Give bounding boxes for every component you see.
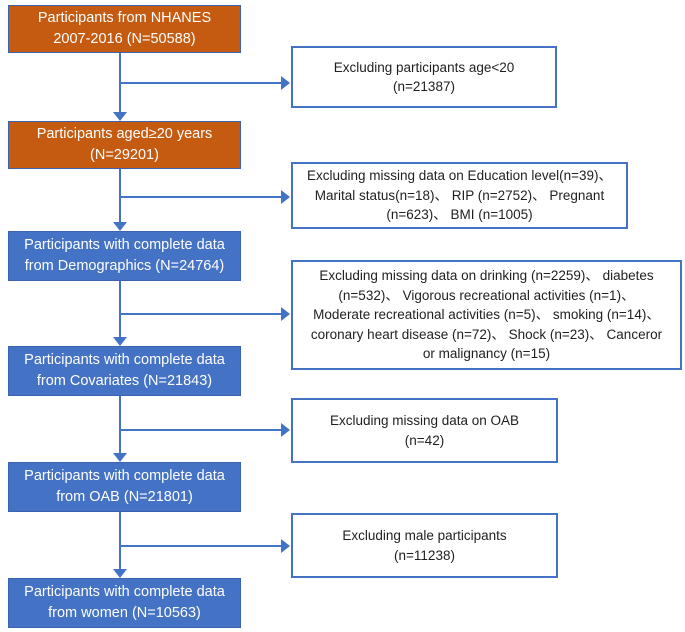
exclusion-box-covariates: Excluding missing data on drinking (n=22…: [291, 260, 682, 370]
flow-box-text: Participants from NHANES: [37, 10, 212, 26]
flow-box-nhanes-source: Participants from NHANES 2007-2016 (N=50…: [8, 5, 241, 53]
connector-line-right-2: [120, 196, 281, 198]
flow-box-text: Participants with complete data: [24, 468, 225, 484]
connector-line-right-1: [120, 82, 281, 84]
flow-box-oab: Participants with complete data from OAB…: [8, 462, 241, 512]
exclusion-box-oab: Excluding missing data on OAB (n=42): [291, 398, 558, 463]
connector-line-down-3: [119, 281, 121, 338]
arrow-right-icon: [281, 307, 290, 321]
flow-box-aged-20: Participants aged≥20 years (N=29201): [8, 121, 241, 169]
exclusion-box-text: Excluding missing data on Education leve…: [306, 168, 613, 184]
flow-box-women: Participants with complete data from wom…: [8, 578, 241, 628]
exclusion-box-age: Excluding participants age<20 (n=21387): [291, 46, 557, 108]
exclusion-box-text: Excluding participants age<20: [333, 59, 515, 75]
arrow-down-icon: [113, 453, 127, 462]
connector-line-down-5: [119, 512, 121, 570]
exclusion-box-text: Excluding missing data on drinking (n=22…: [319, 268, 654, 284]
exclusion-box-text: Moderate recreational activities (n=5)、 …: [313, 307, 660, 323]
exclusion-box-text: (n=11238): [394, 547, 455, 563]
exclusion-box-text: (n=623)、 BMI (n=1005): [386, 207, 533, 223]
connector-line-right-3: [120, 313, 281, 315]
arrow-right-icon: [281, 423, 290, 437]
exclusion-box-male: Excluding male participants (n=11238): [291, 513, 558, 578]
exclusion-box-text: Marital status(n=18)、 RIP (n=2752)、 Preg…: [314, 187, 605, 203]
flow-box-text: 2007-2016 (N=50588): [53, 31, 196, 47]
arrow-down-icon: [113, 337, 127, 346]
flow-box-text: Participants aged≥20 years: [36, 126, 213, 142]
exclusion-box-text: (n=532)、 Vigorous recreational activitie…: [338, 287, 635, 303]
flow-box-demographics: Participants with complete data from Dem…: [8, 231, 241, 281]
exclusion-box-text: (n=42): [404, 432, 445, 448]
arrow-down-icon: [113, 569, 127, 578]
flow-box-text: Participants with complete data: [24, 584, 225, 600]
exclusion-box-text: (n=21387): [393, 79, 455, 94]
connector-line-down-4: [119, 396, 121, 454]
flow-box-text: from Demographics (N=24764): [24, 258, 225, 274]
arrow-right-icon: [281, 190, 290, 204]
flow-box-text: from women (N=10563): [48, 605, 201, 621]
exclusion-box-text: coronary heart disease (n=72)、 Shock (n=…: [310, 326, 663, 342]
connector-line-right-5: [120, 545, 281, 547]
exclusion-box-demographics: Excluding missing data on Education leve…: [291, 162, 628, 229]
connector-line-right-4: [120, 429, 281, 431]
flow-box-covariates: Participants with complete data from Cov…: [8, 346, 241, 396]
arrow-down-icon: [113, 112, 127, 121]
flow-box-text: from Covariates (N=21843): [36, 373, 213, 389]
arrow-right-icon: [281, 76, 290, 90]
arrow-down-icon: [113, 222, 127, 231]
flow-box-text: Participants with complete data: [24, 352, 225, 368]
exclusion-box-text: Excluding missing data on OAB: [329, 413, 520, 428]
exclusion-box-text: or malignancy (n=15): [422, 346, 551, 362]
flow-box-text: Participants with complete data: [24, 237, 225, 253]
arrow-right-icon: [281, 539, 290, 553]
flow-box-text: from OAB (N=21801): [56, 489, 193, 505]
flow-box-text: (N=29201): [90, 147, 159, 163]
exclusion-box-text: Excluding male participants: [342, 528, 507, 543]
